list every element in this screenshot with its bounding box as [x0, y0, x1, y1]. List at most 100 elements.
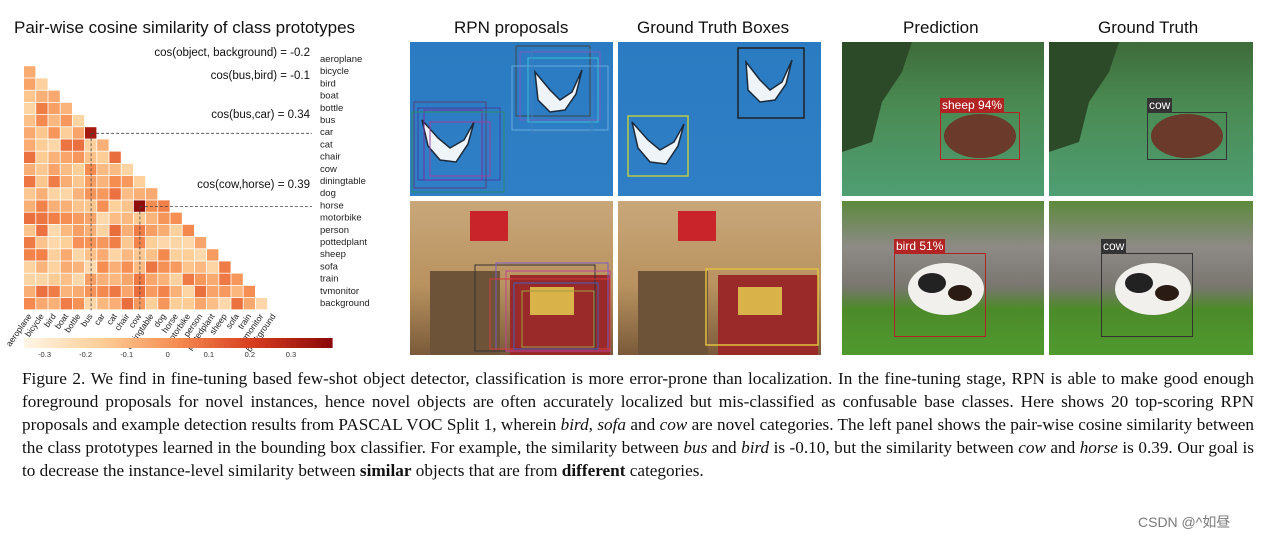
- heatmap-cell: [207, 249, 219, 261]
- colorbar-segment: [183, 338, 189, 348]
- row-label: bus: [320, 115, 336, 126]
- heatmap-cell: [109, 163, 121, 176]
- heatmap-cell: [97, 212, 109, 224]
- heatmap-cell: [121, 261, 133, 273]
- prediction-image-bottom: bird 51%: [842, 201, 1044, 355]
- colorbar-segment: [213, 338, 220, 348]
- heatmap-cell: [24, 163, 36, 176]
- ground-truth-bottom-overlay: [1115, 263, 1191, 315]
- heatmap-cell: [36, 261, 48, 273]
- heatmap-cell: [121, 285, 133, 298]
- row-label: person: [320, 225, 349, 236]
- colorbar-segment: [239, 338, 246, 348]
- colorbar-tick-label: -0.1: [120, 350, 133, 359]
- colorbar-segment: [162, 338, 169, 348]
- heatmap-cell: [109, 261, 121, 273]
- heatmap-cell: [48, 176, 60, 188]
- heatmap-cell: [207, 273, 219, 285]
- heatmap-cell: [170, 237, 182, 249]
- heatmap-cell: [97, 298, 109, 310]
- caption-text: are novel categories. The left panel sho…: [22, 414, 1254, 457]
- colorbar-segment: [311, 338, 318, 348]
- heatmap-cell: [24, 249, 36, 261]
- heatmap-cell: [231, 298, 243, 310]
- ground-truth-title: Ground Truth: [1098, 18, 1199, 37]
- colorbar-segment: [296, 338, 302, 348]
- heatmap-cell: [85, 151, 97, 163]
- colorbar-segment: [29, 338, 35, 348]
- heatmap-cell: [60, 298, 72, 310]
- heatmap-cell: [182, 261, 194, 273]
- heatmap-cell: [36, 273, 48, 285]
- colorbar-segment: [59, 338, 66, 348]
- ground-truth-box-top: [1147, 112, 1227, 160]
- heatmap-cell: [109, 188, 121, 200]
- colorbar-segment: [172, 338, 179, 348]
- heatmap-cell: [109, 212, 121, 224]
- heatmap-cell: [48, 151, 60, 163]
- heatmap-cell: [24, 127, 36, 139]
- gull-bottom: [421, 119, 475, 163]
- heatmap-cell: [60, 285, 72, 298]
- heatmap-cell: [48, 212, 60, 224]
- heatmap-cell: [182, 224, 194, 237]
- gt-sky-overlay: [627, 47, 805, 177]
- row-label: aeroplane: [320, 54, 362, 65]
- row-label: background: [320, 298, 370, 309]
- heatmap-cell: [158, 212, 170, 224]
- watermark: CSDN @^如昼: [1138, 514, 1231, 530]
- heatmap-cell: [48, 285, 60, 298]
- heatmap-cell: [60, 139, 72, 151]
- heatmap-cell: [121, 237, 133, 249]
- colorbar-segment: [270, 338, 277, 348]
- heatmap-cell: [207, 285, 219, 298]
- row-label: cow: [320, 164, 337, 175]
- heatmap-cell: [24, 212, 36, 224]
- row-label: bird: [320, 78, 336, 89]
- heatmap-cell: [60, 249, 72, 261]
- heatmap-cell: [60, 127, 72, 139]
- heatmap-cell: [170, 298, 182, 310]
- figure-caption: Figure 2. We find in fine-tuning based f…: [22, 368, 1254, 483]
- colorbar-segment: [188, 338, 194, 348]
- heatmap-cell: [170, 224, 182, 237]
- heatmap-cell: [255, 298, 268, 310]
- colorbar-segment: [101, 338, 107, 348]
- rpn-image-sky: [410, 42, 613, 196]
- caption-italic: bird: [741, 437, 770, 457]
- row-label: boat: [320, 91, 339, 102]
- heatmap-title: Pair-wise cosine similarity of class pro…: [14, 18, 356, 37]
- heatmap-cell: [85, 237, 97, 249]
- colorbar-segment: [147, 338, 153, 348]
- ground-truth-image-bottom: cow: [1049, 201, 1253, 355]
- colorbar-segment: [260, 338, 266, 348]
- heatmap-cell: [97, 200, 109, 212]
- similarity-heatmap: aeroplanebicyclebirdboatbottlebuscarcatc…: [4, 47, 370, 359]
- gull-top: [533, 69, 583, 113]
- heatmap-cell: [48, 115, 60, 127]
- heatmap-cell: [146, 188, 158, 200]
- heatmap-cell: [36, 285, 48, 298]
- heatmap-cell: [170, 261, 182, 273]
- colorbar-segment: [85, 338, 92, 348]
- caption-italic: cow: [1018, 437, 1046, 457]
- prediction-image-top: sheep 94%: [842, 42, 1044, 196]
- prediction-box-top: [940, 112, 1020, 160]
- heatmap-cell: [36, 127, 48, 139]
- prediction-label-top: sheep 94%: [940, 98, 1005, 112]
- colorbar-segment: [167, 338, 174, 348]
- colorbar-segment: [229, 338, 236, 348]
- heatmap-cell: [72, 237, 85, 249]
- heatmap-cell: [109, 224, 121, 237]
- heatmap-cell: [24, 273, 36, 285]
- row-label: horse: [320, 200, 344, 211]
- heatmap-cell: [72, 200, 85, 212]
- ground-truth-label-bottom: cow: [1101, 239, 1127, 253]
- heatmap-cell: [182, 237, 194, 249]
- heatmap-cell: [109, 285, 121, 298]
- heatmap-cell: [24, 200, 36, 212]
- heatmap-cell: [109, 176, 121, 188]
- heatmap-cell: [158, 224, 170, 237]
- heatmap-cell: [97, 261, 109, 273]
- caption-text: objects that are from: [411, 460, 562, 480]
